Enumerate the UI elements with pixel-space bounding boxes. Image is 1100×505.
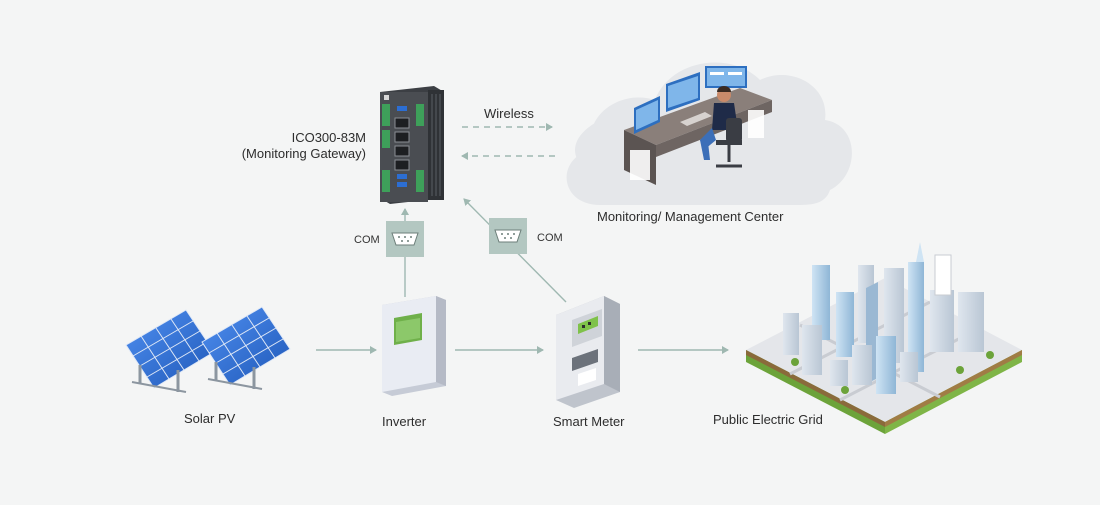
gateway-name: ICO300-83M: [291, 130, 366, 145]
com-link-inverter: [386, 208, 424, 297]
com-label-right: COM: [537, 232, 563, 244]
serial-port-icon: [494, 229, 522, 243]
com-link-meter: [463, 198, 567, 303]
gateway-subtitle: (Monitoring Gateway): [241, 146, 366, 161]
city-grid-icon: [746, 242, 1022, 434]
solar-pv-label: Solar PV: [184, 411, 236, 426]
inverter-label: Inverter: [382, 414, 427, 429]
gateway-label: ICO300-83M (Monitoring Gateway): [242, 130, 366, 162]
serial-port-icon: [391, 232, 419, 246]
wireless-link: [461, 123, 555, 160]
public-grid-label: Public Electric Grid: [713, 412, 823, 427]
smart-meter-label: Smart Meter: [553, 414, 625, 429]
inverter-icon: [382, 296, 446, 396]
com-label-left: COM: [354, 234, 380, 246]
gateway-device-icon: [380, 86, 444, 204]
wireless-label: Wireless: [484, 106, 534, 121]
monitoring-center-label: Monitoring/ Management Center: [597, 209, 784, 224]
solar-panel-icon: [125, 306, 291, 393]
operator-workstation-icon: [624, 66, 772, 185]
smart-meter-icon: [556, 296, 620, 408]
